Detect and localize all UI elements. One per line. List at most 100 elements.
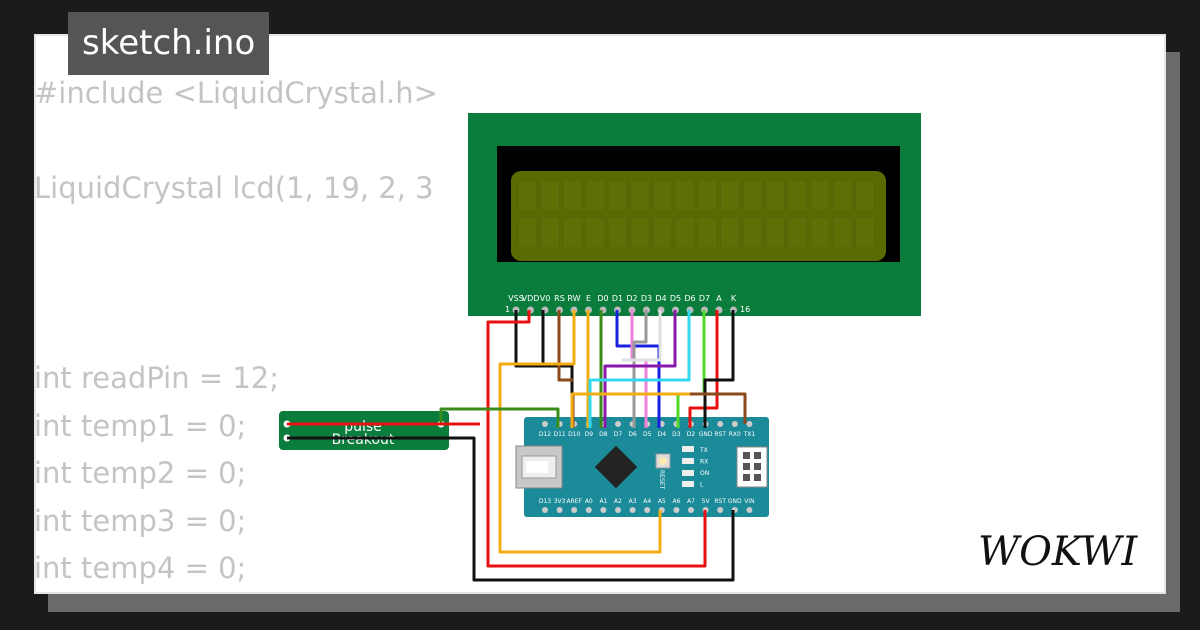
nano-top-pin[interactable]	[746, 421, 753, 427]
nano-bottom-pin[interactable]	[556, 507, 563, 513]
nano-bottom-pin-label: D13	[539, 498, 551, 505]
code-line: int temp1 = 0;	[34, 408, 247, 443]
lcd-pin-label: D3	[641, 294, 652, 303]
nano-bottom-pin-label: AREF	[566, 498, 582, 505]
nano-bottom-pin-label: A0	[585, 498, 593, 505]
nano-bottom-pin[interactable]	[571, 507, 578, 513]
lcd-pin-label: VSS	[508, 294, 524, 303]
nano-top-pin-label: D8	[599, 431, 608, 438]
wire-signal-green	[439, 407, 560, 428]
icsp-pin	[743, 474, 750, 481]
code-line: #include <LiquidCrystal.h>	[34, 76, 438, 110]
pulse-breakout-board[interactable]: pulse Breakout	[279, 411, 449, 450]
sketch-title: sketch.ino	[68, 12, 270, 75]
nano-led-label: RX	[700, 459, 708, 466]
nano-bottom-pin[interactable]	[688, 507, 694, 513]
nano-bottom-pin[interactable]	[600, 507, 607, 513]
reset-label: RESET	[658, 470, 665, 490]
lcd-pin-label: V0	[540, 294, 551, 303]
nano-top-pin[interactable]	[717, 421, 724, 427]
wire-k	[703, 310, 735, 428]
nano-bottom-pin[interactable]	[542, 507, 548, 513]
lcd-pin-label: D6	[684, 294, 695, 303]
lcd-pin-label: D7	[699, 294, 710, 303]
nano-top-pin-label: GND	[699, 431, 713, 438]
nano-bottom-pin-label: VIN	[744, 498, 754, 505]
icsp-pin	[743, 452, 750, 459]
nano-bottom-pin[interactable]	[746, 507, 753, 513]
wire-d3	[632, 310, 648, 428]
nano-top-pin[interactable]	[731, 421, 738, 427]
nano-bottom-pin-label: 5V	[702, 498, 711, 505]
wire-d4	[622, 310, 662, 362]
nano-bottom-pin-label: A1	[599, 498, 607, 505]
lcd-pin-label: K	[731, 294, 737, 303]
nano-bottom-pin[interactable]	[673, 507, 680, 513]
nano-top-pin-label: D3	[672, 431, 681, 438]
nano-top-pin[interactable]	[615, 421, 621, 427]
lcd-pin-last: 16	[740, 305, 750, 314]
nano-top-pin-label: D10	[568, 431, 580, 438]
wire-d5	[603, 310, 677, 428]
nano-bottom-pin-label: A2	[614, 498, 622, 505]
code-line: int readPin = 12;	[34, 361, 280, 395]
nano-bottom-pin-label: A3	[629, 498, 637, 505]
icsp-pin	[754, 463, 761, 470]
lcd-pin-label: A	[716, 294, 722, 303]
nano-top-pin-label: D5	[643, 431, 652, 438]
icsp-pin	[743, 463, 750, 470]
nano-led-label: ON	[700, 470, 709, 477]
lcd-pin-first: 1	[505, 305, 510, 314]
lcd-character-grid	[517, 179, 875, 249]
nano-top-pin-label: D9	[585, 431, 594, 438]
wire-breakout-black	[287, 436, 735, 582]
code-line: LiquidCrystal lcd(1, 19, 2, 3	[34, 171, 434, 205]
nano-bottom-pin-label: GND	[728, 498, 742, 505]
wire-d1	[615, 310, 661, 428]
icsp-pin	[754, 474, 761, 481]
code-line: int temp3 = 0;	[34, 503, 247, 538]
nano-bottom-pin-label: RST	[714, 498, 726, 505]
nano-bottom-pin[interactable]	[717, 507, 724, 513]
nano-top-pin-label: D4	[658, 431, 667, 438]
nano-bottom-pin-label: A5	[658, 498, 666, 505]
lcd-pin-label: VDD	[522, 294, 540, 303]
wire-rw	[498, 310, 662, 554]
nano-top-pin-label: D12	[539, 431, 551, 438]
nano-top-pin-label: TX1	[743, 431, 756, 438]
nano-bottom-pin[interactable]	[644, 507, 651, 513]
lcd-pin-label: E	[586, 294, 591, 303]
lcd-pin-label: D2	[626, 294, 637, 303]
lcd-pin-label: D1	[612, 294, 623, 303]
wire-yellow-cross	[570, 392, 690, 428]
nano-bottom-pin[interactable]	[615, 507, 621, 513]
nano-bottom-pin[interactable]	[585, 507, 592, 513]
nano-bottom-pin-label: 3V3	[554, 498, 566, 505]
svg-text:WOKWI: WOKWI	[978, 529, 1138, 575]
wire-d6	[588, 310, 691, 428]
wires[interactable]	[287, 310, 747, 582]
lcd-pin-label: D0	[597, 294, 608, 303]
nano-top-pin-label: D7	[614, 431, 623, 438]
nano-bottom-pin-label: A7	[687, 498, 695, 505]
nano-top-pin-label: RX0	[729, 431, 741, 438]
breakout-label-line2: Breakout	[332, 432, 395, 448]
wokwi-logo: WOKWI	[978, 529, 1138, 575]
nano-top-pin-label: D2	[687, 431, 696, 438]
lcd-pin-label: RS	[554, 294, 565, 303]
nano-top-pin-label: RST	[714, 431, 726, 438]
nano-led-label: L	[700, 482, 704, 489]
icsp-pin	[754, 452, 761, 459]
nano-bottom-pin-label: A4	[643, 498, 651, 505]
nano-bottom-pin[interactable]	[629, 507, 636, 513]
lcd-pin-label: D5	[670, 294, 681, 303]
nano-bottom-pin-label: A6	[672, 498, 680, 505]
nano-top-pin-label: D11	[553, 431, 565, 438]
lcd-pin-label: RW	[567, 294, 580, 303]
code-preview: #include <LiquidCrystal.h> LiquidCrystal …	[34, 70, 438, 593]
nano-top-pin-label: D6	[628, 431, 637, 438]
nano-top-pin[interactable]	[542, 421, 548, 427]
